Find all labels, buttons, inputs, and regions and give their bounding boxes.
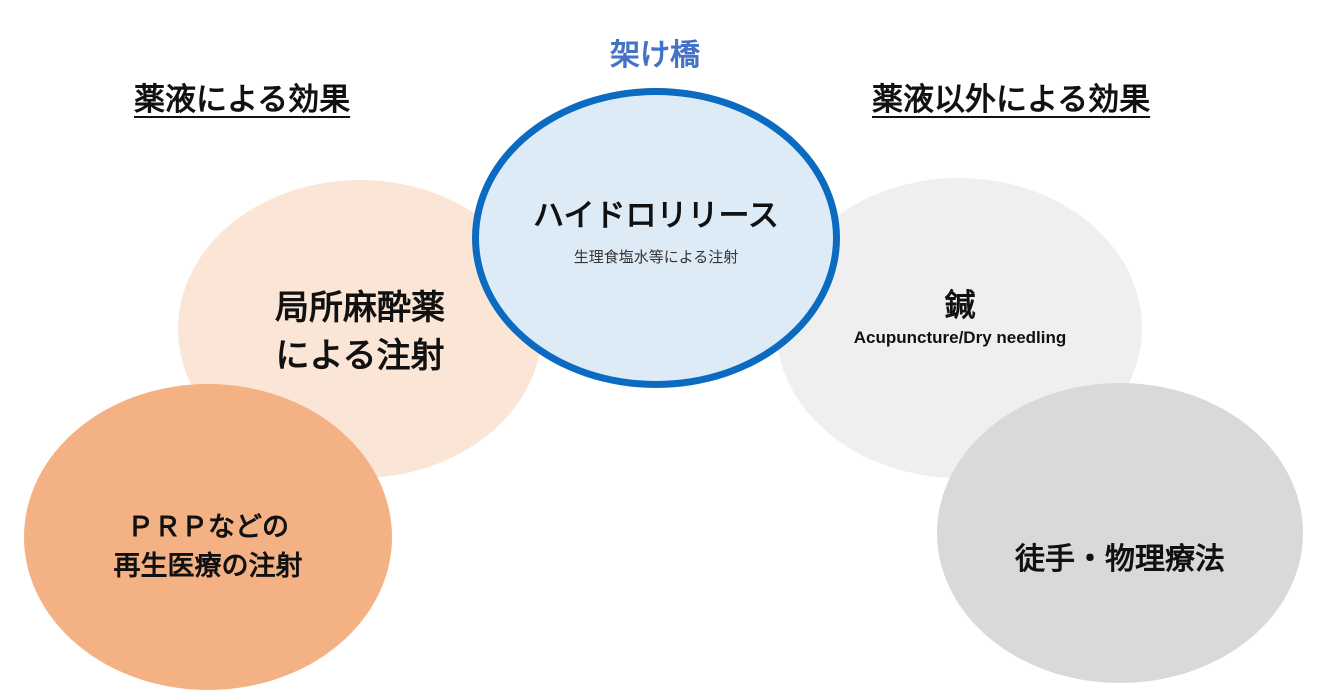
hydrorelease-title: ハイドロリリース	[533, 198, 779, 234]
acupuncture-subtitle: Acupuncture/Dry needling	[853, 328, 1067, 347]
acupuncture-title: 鍼	[944, 288, 976, 324]
non-drug-effects-heading: 薬液以外による効果	[872, 82, 1151, 118]
local-anesthetic-line2: による注射	[275, 336, 445, 376]
bridge-heading: 架け橋	[610, 38, 700, 73]
prp-ellipse	[24, 384, 392, 690]
hydrorelease-subtitle: 生理食塩水等による注射	[573, 248, 739, 266]
manual-therapy-ellipse	[937, 383, 1303, 683]
hydrorelease-ellipse	[472, 88, 840, 388]
drug-effects-heading: 薬液による効果	[134, 82, 351, 118]
prp-line2: 再生医療の注射	[113, 551, 303, 582]
prp-line1: ＰＲＰなどの	[127, 512, 289, 543]
local-anesthetic-label: 局所麻酔薬 による注射	[200, 284, 520, 380]
local-anesthetic-line1: 局所麻酔薬	[275, 288, 445, 328]
prp-label: ＰＲＰなどの 再生医療の注射	[60, 508, 356, 586]
manual-therapy-title: 徒手・物理療法	[1015, 542, 1225, 577]
